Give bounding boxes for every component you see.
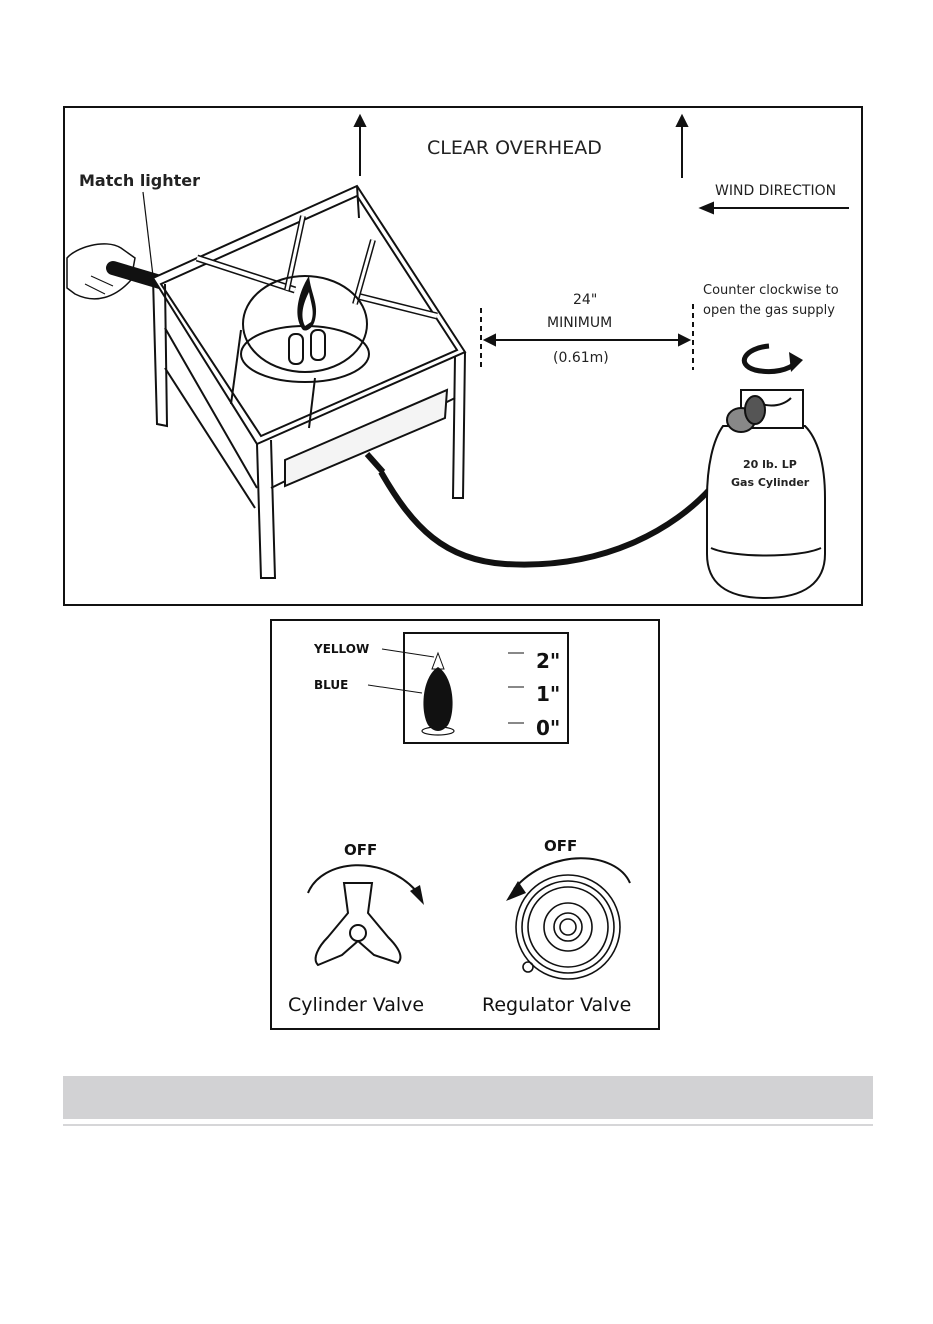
burner-stand <box>153 186 465 578</box>
section-header-bar <box>63 1076 873 1119</box>
clear-overhead-label: CLEAR OVERHEAD <box>427 137 602 159</box>
setup-illustration-svg: CLEAR OVERHEAD WIND DIRECTION Match ligh… <box>65 108 861 604</box>
regulator-valve-icon <box>516 875 620 979</box>
cylinder-valve-icon <box>316 883 401 965</box>
flame-and-valves-figure: YELLOW BLUE 2" 1" 0" OFF Cylinder Valve … <box>270 619 660 1030</box>
overhead-arrow-right <box>677 116 687 178</box>
valve-instruction-line2: open the gas supply <box>703 303 835 318</box>
flame-yellow-label: YELLOW <box>313 642 369 656</box>
counter-clockwise-arrow-icon <box>744 346 803 372</box>
regulator-off-label: OFF <box>544 837 577 855</box>
counter-clockwise-regulator-arrow-icon <box>506 858 630 901</box>
section-divider <box>63 1124 873 1126</box>
cylinder-label-line2: Gas Cylinder <box>731 476 810 489</box>
cylinder-label-line1: 20 lb. LP <box>743 458 797 471</box>
match-lighter-label: Match lighter <box>79 171 200 190</box>
valve-instruction-line1: Counter clockwise to <box>703 283 839 298</box>
scale-mark-2: 2" <box>536 649 560 673</box>
setup-illustration: CLEAR OVERHEAD WIND DIRECTION Match ligh… <box>63 106 863 606</box>
distance-value: 24" <box>573 292 597 308</box>
cylinder-valve-label: Cylinder Valve <box>288 994 424 1016</box>
distance-metric: (0.61m) <box>553 350 609 366</box>
gas-hose <box>381 426 741 565</box>
overhead-arrow-left <box>355 116 365 176</box>
cylinder-off-label: OFF <box>344 841 377 859</box>
distance-label: MINIMUM <box>547 315 612 331</box>
regulator-valve-label: Regulator Valve <box>482 994 631 1016</box>
match-lighter-pointer <box>143 192 153 276</box>
scale-mark-0: 0" <box>536 716 560 740</box>
flame-and-valves-svg: YELLOW BLUE 2" 1" 0" OFF Cylinder Valve … <box>272 621 658 1028</box>
wind-direction-label: WIND DIRECTION <box>715 183 836 199</box>
scale-mark-1: 1" <box>536 682 560 706</box>
wind-direction-arrow <box>701 203 849 213</box>
flame-blue-label: BLUE <box>314 678 348 692</box>
gas-cylinder <box>707 390 825 598</box>
